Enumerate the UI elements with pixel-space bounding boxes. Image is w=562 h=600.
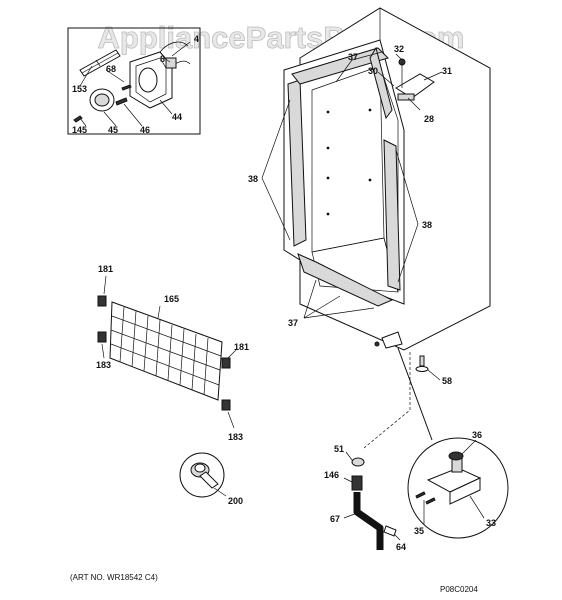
drain-hose bbox=[351, 457, 397, 550]
label-58: 58 bbox=[442, 376, 452, 386]
drain-fitting-detail bbox=[179, 452, 225, 498]
label-30: 30 bbox=[368, 66, 378, 76]
wire-shelf bbox=[97, 295, 231, 411]
label-183-right: 183 bbox=[228, 432, 243, 442]
label-51: 51 bbox=[334, 444, 344, 454]
label-36: 36 bbox=[472, 430, 482, 440]
label-64: 64 bbox=[396, 542, 406, 552]
leveling-leg bbox=[415, 355, 429, 372]
label-68: 68 bbox=[106, 64, 116, 74]
label-4: 4 bbox=[194, 34, 199, 44]
label-28: 28 bbox=[424, 114, 434, 124]
label-165: 165 bbox=[164, 294, 179, 304]
label-31: 31 bbox=[442, 66, 452, 76]
label-38-right: 38 bbox=[422, 220, 432, 230]
label-32: 32 bbox=[394, 44, 404, 54]
label-153: 153 bbox=[72, 84, 87, 94]
label-37-top: 37 bbox=[348, 52, 358, 62]
label-200: 200 bbox=[228, 496, 243, 506]
label-46: 46 bbox=[140, 125, 150, 135]
cabinet-assembly bbox=[283, 7, 491, 351]
label-45: 45 bbox=[108, 125, 118, 135]
label-33: 33 bbox=[486, 518, 496, 528]
label-181-right: 181 bbox=[234, 342, 249, 352]
label-146: 146 bbox=[324, 470, 339, 480]
hinge-detail bbox=[397, 347, 509, 539]
label-35: 35 bbox=[414, 526, 424, 536]
label-44: 44 bbox=[172, 112, 182, 122]
label-38-left: 38 bbox=[248, 174, 258, 184]
label-8: 8 bbox=[160, 54, 165, 64]
label-37-bottom: 37 bbox=[288, 318, 298, 328]
label-183-left: 183 bbox=[96, 360, 111, 370]
label-145: 145 bbox=[72, 125, 87, 135]
label-67: 67 bbox=[330, 514, 340, 524]
label-181-left: 181 bbox=[98, 264, 113, 274]
light-socket-inset bbox=[67, 27, 201, 135]
art-number: (ART NO. WR18542 C4) bbox=[70, 573, 158, 582]
diagram-code: P08C0204 bbox=[440, 585, 478, 594]
